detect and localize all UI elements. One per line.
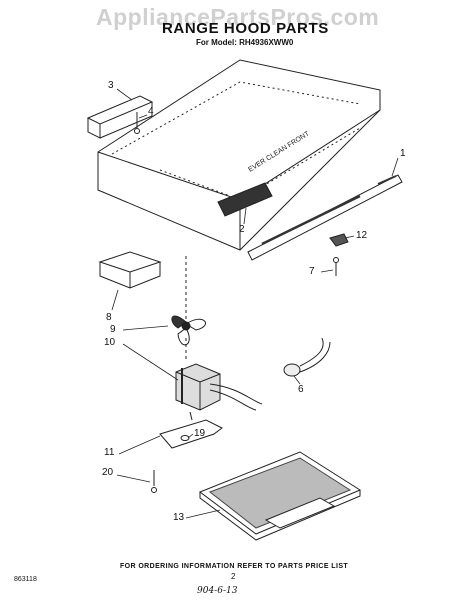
hood-stamp: EVER CLEAN FRONT	[247, 130, 311, 174]
front-trim-part-1	[247, 174, 403, 261]
callout-leader-lines	[111, 88, 399, 519]
callout-1: 1	[400, 148, 406, 159]
range-hood-body	[97, 59, 381, 251]
callout-19: 19	[194, 428, 206, 439]
clip-part-13	[329, 233, 349, 247]
callout-2: 2	[239, 224, 245, 235]
filler-panel-part-3	[86, 95, 154, 139]
filter-part-12	[198, 451, 362, 541]
callout-6: 6	[298, 384, 304, 395]
fan-blade-part-9	[171, 256, 206, 346]
ordering-note: FOR ORDERING INFORMATION REFER TO PARTS …	[120, 563, 349, 570]
callout-3: 3	[108, 80, 114, 91]
callout-11: 11	[104, 447, 115, 458]
model-number: For Model: RH4936XWW0	[196, 38, 294, 47]
callout-13: 12	[356, 230, 368, 241]
light-lens-part-8	[98, 251, 162, 289]
nameplate-part-2	[217, 182, 273, 217]
callout-9: 9	[110, 324, 116, 335]
callout-12: 13	[173, 512, 185, 523]
diagram-title: RANGE HOOD PARTS	[162, 20, 329, 37]
motor-part-10	[175, 338, 263, 411]
callout-10: 10	[104, 337, 116, 348]
washer-part-19	[180, 435, 190, 441]
watermark: AppliancePartsPros.com	[96, 4, 380, 30]
callout-20: 20	[102, 467, 114, 478]
callout-4: 4	[148, 106, 154, 117]
screw-part-20	[151, 470, 157, 493]
screw-part-7	[333, 257, 339, 276]
handwritten-note: 904-6-13	[197, 586, 238, 596]
light-socket-part-6	[283, 337, 331, 377]
screw-part-4	[134, 112, 140, 134]
motor-bracket-part-11	[159, 411, 223, 449]
callout-8: 8	[106, 312, 112, 323]
callout-7: 7	[309, 266, 315, 277]
page-number: 2	[231, 572, 236, 581]
document-code: 863118	[14, 576, 37, 583]
